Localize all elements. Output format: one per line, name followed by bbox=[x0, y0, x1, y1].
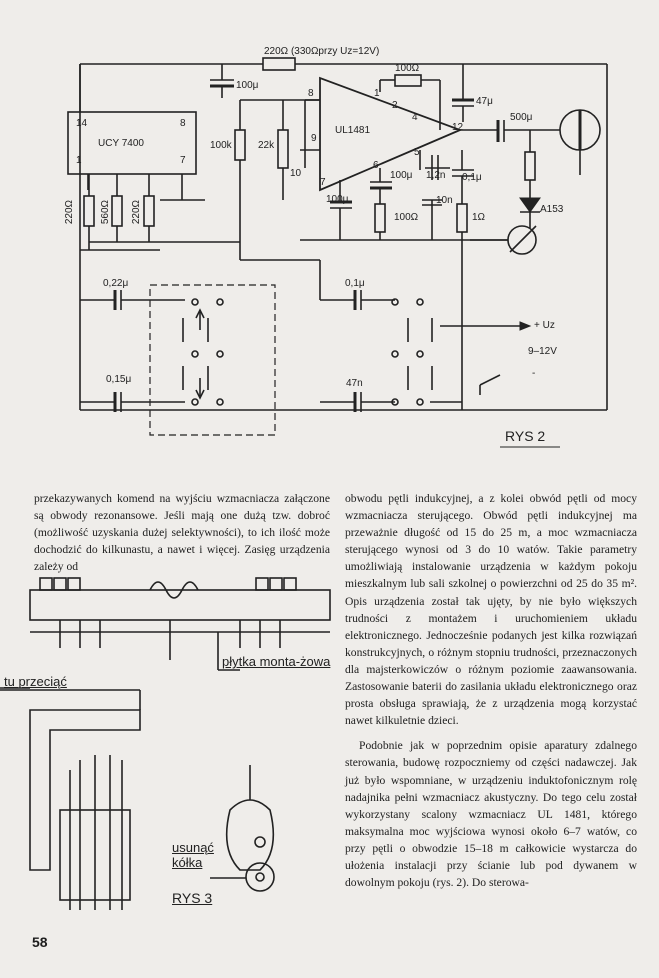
resistor-22k-label: 22k bbox=[258, 140, 275, 151]
cap-47n-label: 47n bbox=[346, 378, 363, 389]
pin-8-label: 8 bbox=[308, 88, 314, 99]
chip-pin-14-label: 14 bbox=[76, 118, 88, 129]
resistor-560-label: 560Ω bbox=[100, 200, 111, 225]
pin-6-label: 6 bbox=[373, 160, 379, 171]
cap-100u-7-label: 100μ bbox=[326, 194, 349, 205]
figure-2-caption: RYS 2 bbox=[505, 428, 546, 444]
pin-12-label: 12 bbox=[452, 122, 464, 133]
cap-100u-label: 100μ bbox=[236, 80, 259, 91]
right-column-text: obwodu pętli indukcyjnej, a z kolei obwó… bbox=[345, 490, 637, 891]
pin-1-label: 1 bbox=[374, 88, 380, 99]
chip-pin-1-label: 1 bbox=[76, 155, 82, 166]
cap-1n2-label: 1,2n bbox=[426, 170, 446, 181]
chip-label: UCY 7400 bbox=[98, 138, 144, 149]
cap-500u-label: 500μ bbox=[510, 112, 533, 123]
resistor-220b-label: 220Ω bbox=[131, 200, 142, 225]
przeciac-label: tu przeciąć bbox=[4, 674, 67, 689]
circuit-schematic bbox=[67, 57, 608, 448]
resistor-100k-label: 100k bbox=[210, 140, 232, 151]
resistor-220-label: 220Ω bbox=[64, 200, 75, 225]
cap-100u-6-label: 100μ bbox=[390, 170, 413, 181]
left-column-text: przekazywanych komend na wyjściu wzmacni… bbox=[34, 490, 330, 575]
cap-0-1u-label: 0,1μ bbox=[462, 172, 482, 183]
usunac-label: usunąć kółka bbox=[172, 840, 214, 870]
right-paragraph-2: Podobnie jak w poprzednim opisie aparatu… bbox=[345, 739, 637, 890]
left-paragraph: przekazywanych komend na wyjściu wzmacni… bbox=[34, 492, 330, 574]
page-number: 58 bbox=[32, 934, 48, 950]
cap-0-22u-label: 0,22μ bbox=[103, 278, 129, 289]
right-paragraph-1: obwodu pętli indukcyjnej, a z kolei obwó… bbox=[345, 492, 637, 728]
minus-label: - bbox=[532, 368, 536, 379]
pin-9-label: 9 bbox=[311, 133, 317, 144]
voltage-label: 9–12V bbox=[528, 346, 557, 357]
top-resistor-label: 220Ω (330Ωprzy Uz=12V) bbox=[264, 46, 380, 57]
pin-10-label: 10 bbox=[290, 168, 302, 179]
cap-0-15u-label: 0,15μ bbox=[106, 374, 132, 385]
pin-7-label: 7 bbox=[320, 177, 326, 188]
plytka-label: płytka monta-żowa bbox=[222, 654, 331, 669]
pin-4-label: 4 bbox=[412, 112, 418, 123]
resistor-100-ohm-label: 100Ω bbox=[395, 63, 420, 74]
cap-10n-label: 10n bbox=[436, 195, 453, 206]
diode-label: A153 bbox=[540, 204, 564, 215]
uz-plus-label: + Uz bbox=[534, 320, 555, 331]
chip-pin-8-label: 8 bbox=[180, 118, 186, 129]
resistor-1-label: 1Ω bbox=[472, 212, 486, 223]
cap-0-1u-b-label: 0,1μ bbox=[345, 278, 365, 289]
figure-3-drawing bbox=[0, 577, 331, 910]
resistor-100-b-label: 100Ω bbox=[394, 212, 419, 223]
pin-2-label: 2 bbox=[392, 100, 398, 111]
pin-5-label: 5 bbox=[414, 147, 420, 158]
cap-47u-label: 47μ bbox=[476, 96, 493, 107]
amp-label: UL1481 bbox=[335, 125, 371, 136]
figure-3-caption: RYS 3 bbox=[172, 890, 213, 906]
chip-pin-7-label: 7 bbox=[180, 155, 186, 166]
